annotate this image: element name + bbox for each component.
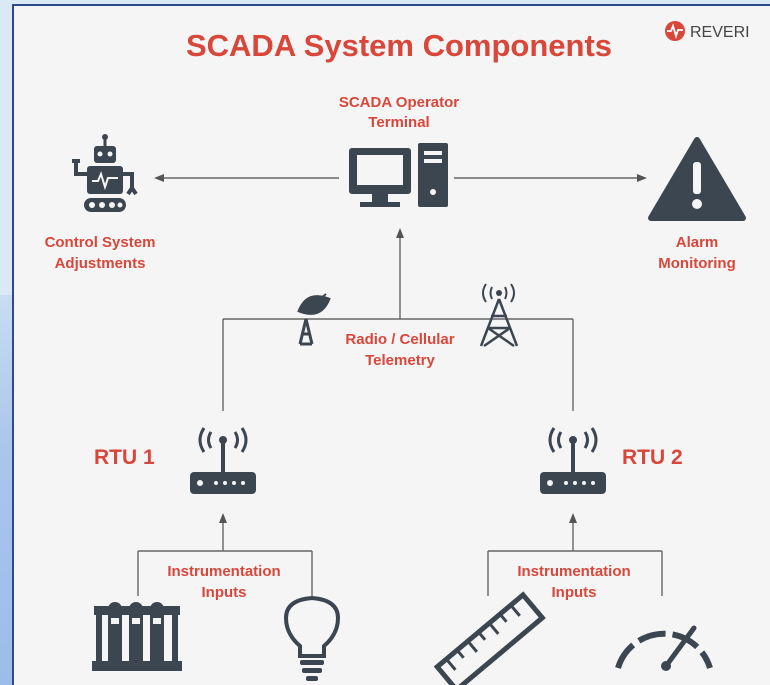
scada-diagram: SCADA System Components REVERI [45,21,750,685]
inputs-left-line2: Inputs [202,584,247,601]
radio-tower-icon [479,283,519,348]
diagram-title: SCADA System Components [186,28,612,63]
background-strip [0,295,14,685]
alarm-label-line1: Alarm [676,234,719,251]
warning-icon [648,137,746,221]
rtu1-label: RTU 1 [94,446,155,469]
inputs-left-line1: Instrumentation [167,563,280,580]
computer-icon [349,143,448,207]
operator-label-line2: Terminal [368,114,429,131]
ruler-icon [433,591,546,685]
diagram-frame: SCADA System Components REVERI [12,4,770,685]
telemetry-label-line1: Radio / Cellular [345,331,454,348]
satellite-dish-icon [297,293,331,346]
brand-name: REVERI [690,24,750,41]
telemetry-label-line2: Telemetry [365,352,435,369]
operator-label-line1: SCADA Operator [339,94,459,111]
wireless-router-icon [540,427,606,494]
control-label-line1: Control System [45,234,156,251]
connectors [137,174,663,596]
alarm-label-line2: Monitoring [658,255,735,272]
brand-logo: REVERI [665,21,750,41]
wireless-router-icon [190,427,256,494]
inputs-right-line2: Inputs [552,584,597,601]
test-tubes-icon [92,602,182,671]
speedometer-icon [615,625,713,671]
control-label-line2: Adjustments [55,255,146,272]
rtu2-label: RTU 2 [622,446,683,469]
light-bulb-icon [283,595,341,681]
inputs-right-line1: Instrumentation [517,563,630,580]
robot-icon [72,134,138,212]
